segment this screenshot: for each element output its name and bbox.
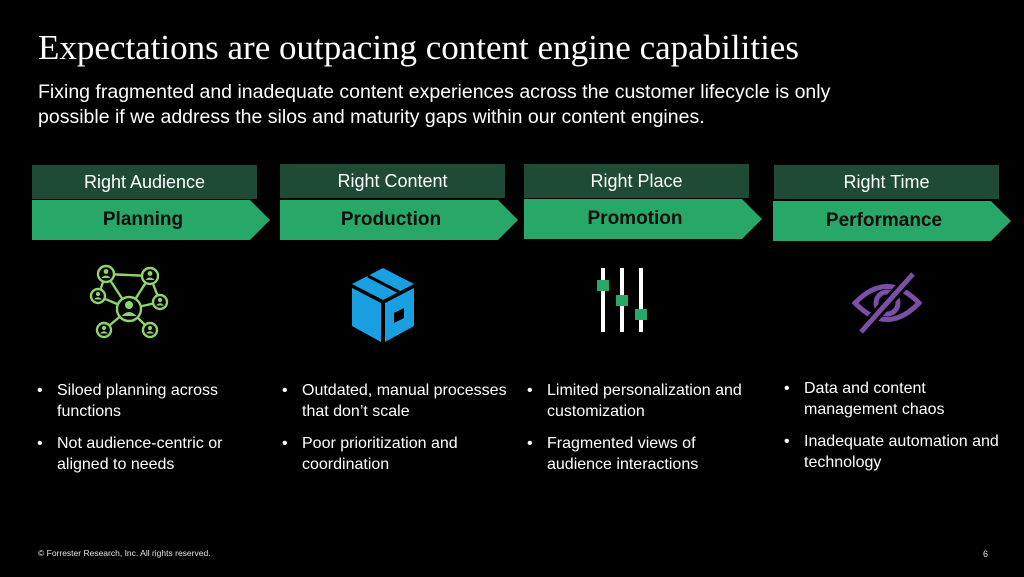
bullet-item: •Inadequate automation and technology: [784, 433, 999, 471]
label-right-content: Right Content: [280, 164, 505, 198]
bullet-item: •Data and content management chaos: [784, 380, 945, 418]
label-right-time: Right Time: [774, 165, 999, 199]
bullets-production: •Outdated, manual processes that don’t s…: [282, 381, 512, 487]
eye-slash-icon: [851, 270, 923, 336]
slide-title: Expectations are outpacing content engin…: [38, 28, 799, 67]
bullet-item: •Outdated, manual processes that don’t s…: [282, 382, 507, 420]
bullets-performance: •Data and content management chaos •Inad…: [784, 379, 1004, 485]
bullet-item: •Limited personalization and customizati…: [527, 382, 742, 420]
bullet-item: •Not audience-centric or aligned to need…: [37, 435, 223, 473]
subtitle-line-2: possible if we address the silos and mat…: [38, 106, 705, 128]
page-number: 6: [982, 549, 988, 559]
sliders-icon: [597, 268, 647, 332]
footer-copyright: © Forrester Research, Inc. All rights re…: [38, 548, 211, 558]
bullet-item: •Siloed planning across functions: [37, 382, 218, 420]
chevron-promotion: Promotion: [524, 199, 762, 239]
bullets-promotion: •Limited personalization and customizati…: [527, 381, 757, 487]
bullet-item: •Fragmented views of audience interactio…: [527, 435, 699, 473]
chevron-production: Production: [280, 200, 518, 240]
bullet-item: •Poor prioritization and coordination: [282, 435, 458, 473]
label-right-place: Right Place: [524, 164, 749, 198]
bullets-planning: •Siloed planning across functions •Not a…: [37, 381, 257, 487]
label-right-audience: Right Audience: [32, 165, 257, 199]
network-people-icon: [89, 264, 169, 339]
slide-subtitle: Fixing fragmented and inadequate content…: [38, 80, 998, 130]
subtitle-line-1: Fixing fragmented and inadequate content…: [38, 81, 831, 103]
box-icon: [352, 268, 414, 342]
chevron-performance: Performance: [773, 201, 1011, 241]
chevron-planning: Planning: [32, 200, 270, 240]
